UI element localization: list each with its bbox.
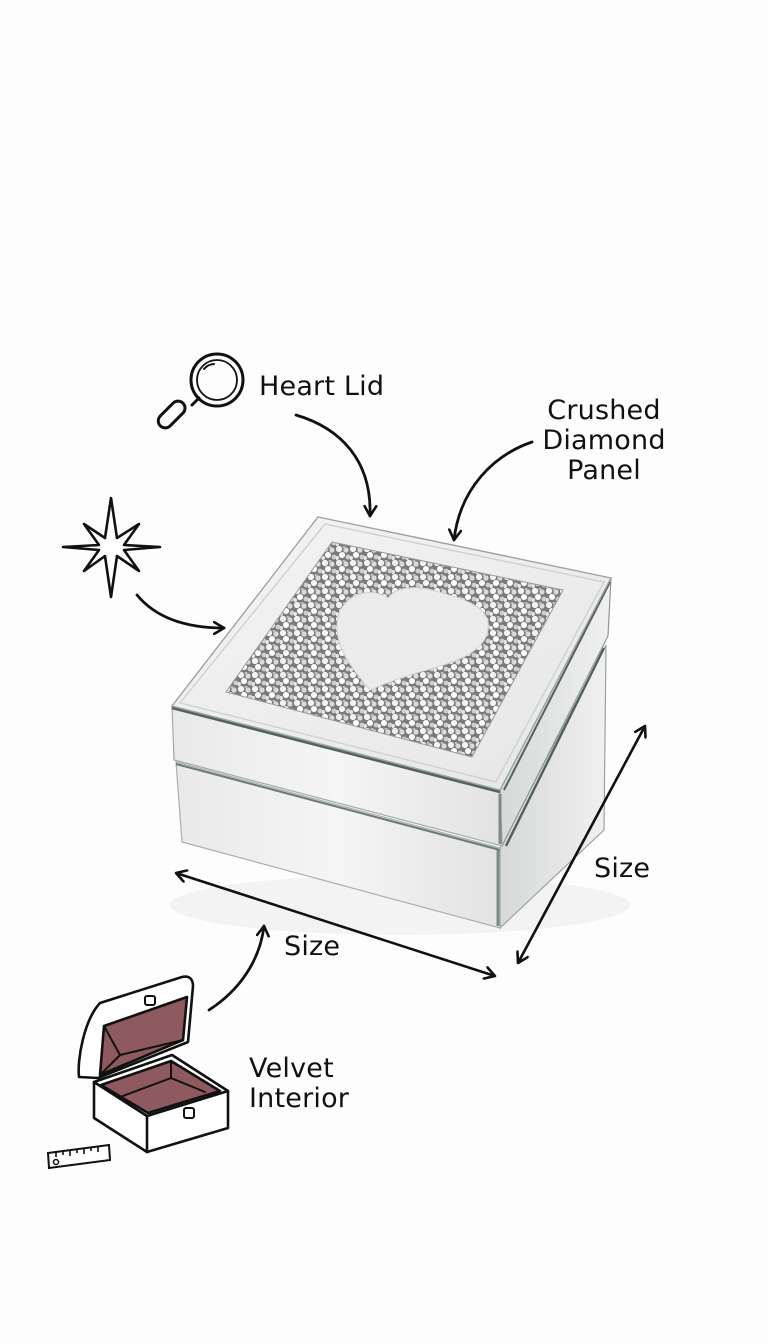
depth-dimension-arrow (518, 726, 645, 963)
depth-size-text: Size (594, 853, 651, 884)
depth-dimension-label: Size (594, 854, 650, 884)
velvet-line-2: Interior (249, 1083, 350, 1114)
ruler-icon (46, 1143, 112, 1170)
open-box-icon (77, 975, 230, 1154)
sparkle-star-icon (61, 496, 162, 599)
heart-lid-label: Heart Lid (259, 372, 384, 402)
velvet-line-1: Velvet (249, 1053, 334, 1084)
width-size-text: Size (284, 931, 341, 962)
magnifier-icon (156, 352, 245, 430)
crushed-diamond-line-3: Panel (567, 455, 641, 486)
heart-lid-arrow (294, 413, 370, 518)
velvet-interior-arrow (207, 924, 264, 1012)
heart-motif (336, 587, 489, 691)
crushed-diamond-panel-label: Crushed Diamond Panel (536, 396, 672, 486)
jewelry-box (170, 516, 630, 935)
sparkle-arrow (135, 593, 226, 628)
crushed-diamond-arrow (454, 440, 534, 542)
crushed-diamond-line-1: Crushed (547, 395, 661, 426)
crushed-diamond-line-2: Diamond (542, 425, 666, 456)
width-dimension-label: Size (284, 932, 340, 962)
heart-lid-text: Heart Lid (259, 371, 385, 402)
width-dimension-arrow (176, 873, 495, 976)
velvet-interior-label: Velvet Interior (249, 1054, 349, 1114)
